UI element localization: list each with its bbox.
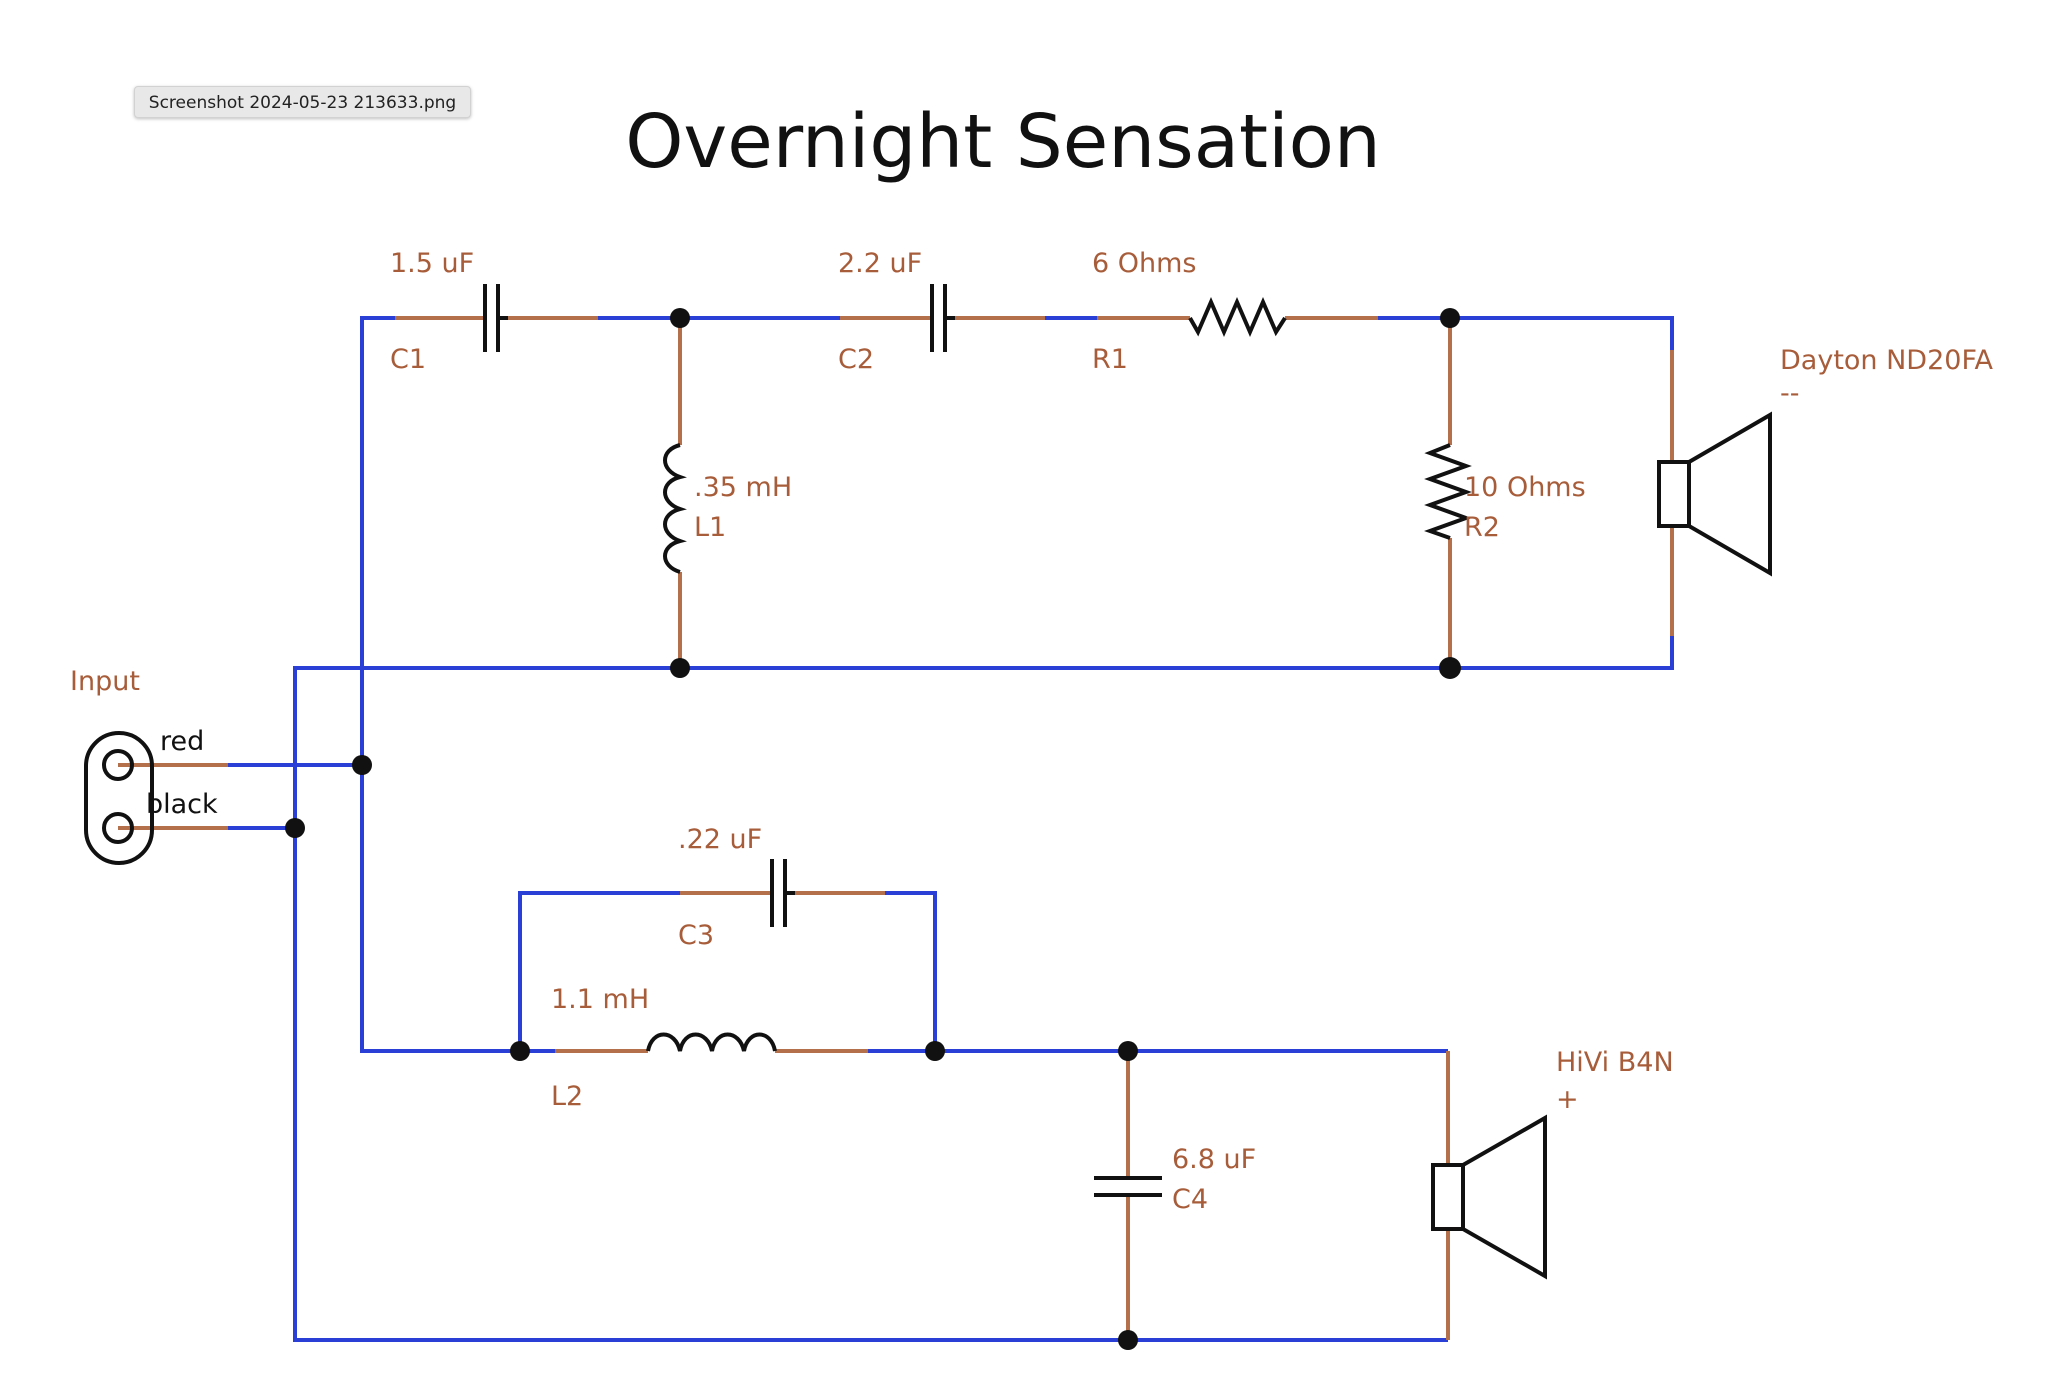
r1-ref-label: R1: [1092, 344, 1128, 375]
input-terminal-icon: [84, 731, 154, 865]
c1-ref-label: C1: [390, 344, 426, 375]
tweeter-speaker-icon: [1657, 411, 1772, 577]
wire-woofer-feed: [360, 583, 520, 1053]
l1-value-label: .35 mH: [694, 472, 792, 503]
l2-ref-label: L2: [551, 1081, 583, 1112]
wire-return-top: [293, 666, 1450, 828]
component-labels: 1.5 uF C1 2.2 uF C2 6 Ohms R1 .35 mH L1 …: [70, 248, 1994, 1215]
c4-value-label: 6.8 uF: [1172, 1144, 1256, 1175]
diagram-title: Overnight Sensation: [625, 99, 1381, 185]
wire-c3-right: [885, 891, 937, 1051]
woofer-name-label: HiVi B4N: [1556, 1047, 1674, 1078]
tweeter-name-label: Dayton ND20FA: [1780, 345, 1994, 376]
junction-nodes: [285, 308, 1461, 1350]
c2-value-label: 2.2 uF: [838, 248, 922, 279]
filename-tooltip: Screenshot 2024-05-23 213633.png: [134, 86, 471, 118]
c2-ref-label: C2: [838, 344, 874, 375]
component-leads: [118, 316, 1674, 1340]
c1-value-label: 1.5 uF: [390, 248, 474, 279]
l2-value-label: 1.1 mH: [551, 984, 649, 1015]
woofer-polarity-label: +: [1556, 1084, 1579, 1115]
woofer-speaker-icon: [1431, 1114, 1547, 1280]
r2-ref-label: R2: [1464, 512, 1500, 543]
c4-ref-label: C4: [1172, 1184, 1208, 1215]
capacitor-c4: [1094, 1176, 1162, 1197]
wire-return-bottom: [293, 828, 1128, 1342]
c3-ref-label: C3: [678, 920, 714, 951]
resistor-r2: [1424, 443, 1472, 540]
wire-return-tweeter: [1450, 636, 1674, 670]
l1-ref-label: L1: [694, 512, 726, 543]
r2-value-label: 10 Ohms: [1464, 472, 1586, 503]
capacitor-c1: [483, 284, 508, 352]
c3-value-label: .22 uF: [678, 824, 762, 855]
r1-value-label: 6 Ohms: [1092, 248, 1197, 279]
capacitor-c3: [770, 859, 795, 927]
wiring: [228, 316, 1674, 1342]
wire-r1-tweeter: [1378, 316, 1674, 350]
wire-c3-left: [518, 891, 680, 1051]
input-label: Input: [70, 666, 140, 697]
wire-top-left: [360, 316, 395, 583]
capacitor-c2: [930, 284, 955, 352]
resistor-r1: [1188, 296, 1287, 338]
input-black-label: black: [146, 789, 218, 820]
tweeter-polarity-label: --: [1780, 378, 1800, 409]
inductor-l1: [663, 443, 687, 574]
input-red-label: red: [160, 726, 204, 757]
inductor-l2: [646, 1032, 777, 1052]
